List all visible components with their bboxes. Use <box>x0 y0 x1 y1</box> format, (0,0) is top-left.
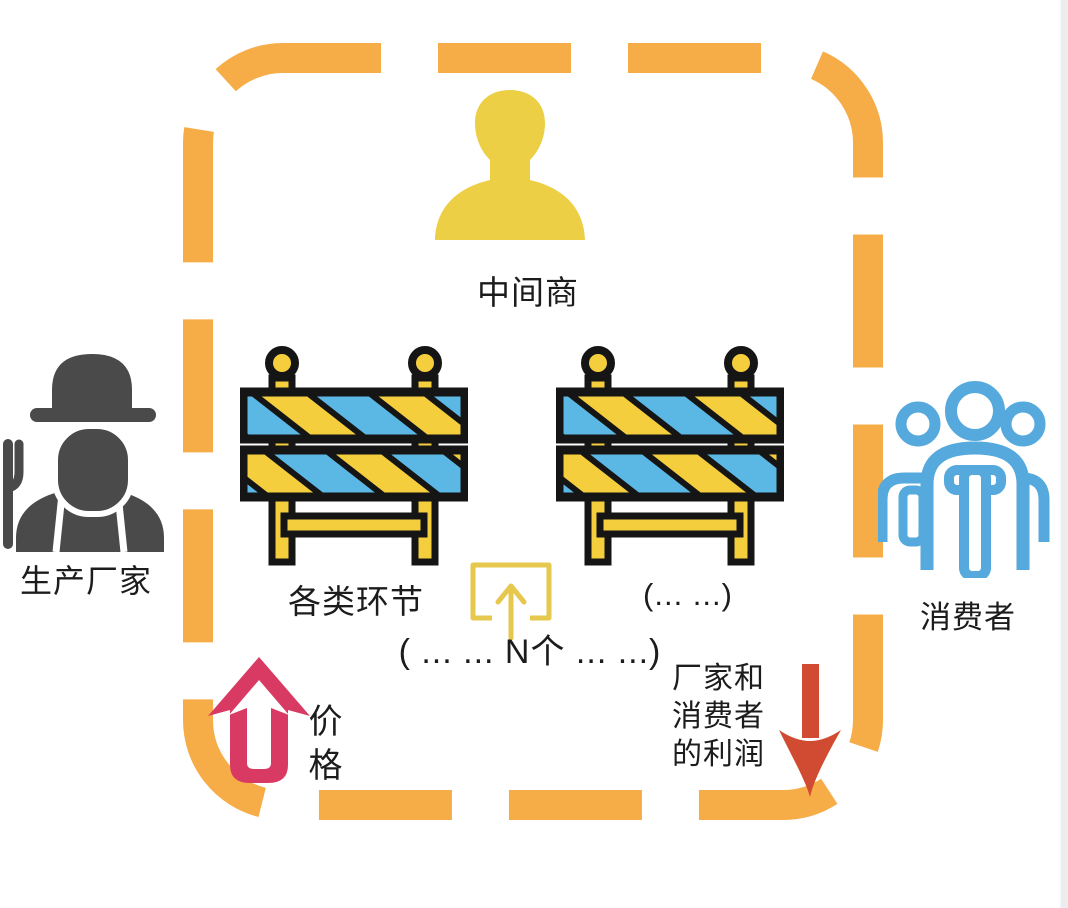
price-up-arrow-icon <box>208 657 310 783</box>
farmer-icon <box>3 354 164 552</box>
barrier-links-label: 各类环节 <box>288 583 424 620</box>
producer-label: 生产厂家 <box>19 563 152 599</box>
person-bust-icon <box>435 90 585 240</box>
people-group-icon <box>878 381 1050 578</box>
arrow-into-box-icon <box>470 562 552 641</box>
middleman-label: 中间商 <box>477 274 579 311</box>
profit-down-arrow-icon <box>779 664 841 797</box>
barrier-count-label: ( ... ... N个 ... ...) <box>398 633 662 671</box>
profit-label: 厂家和 消费者 的利润 <box>672 662 765 771</box>
price-label: 价格 <box>308 703 344 785</box>
roadblock-barrier-icon <box>240 344 468 568</box>
barrier-dots-label: (... ...) <box>643 577 733 612</box>
page-right-edge <box>1060 0 1068 908</box>
consumer-label: 消费者 <box>920 600 1016 635</box>
roadblock-barrier-icon <box>556 344 784 568</box>
